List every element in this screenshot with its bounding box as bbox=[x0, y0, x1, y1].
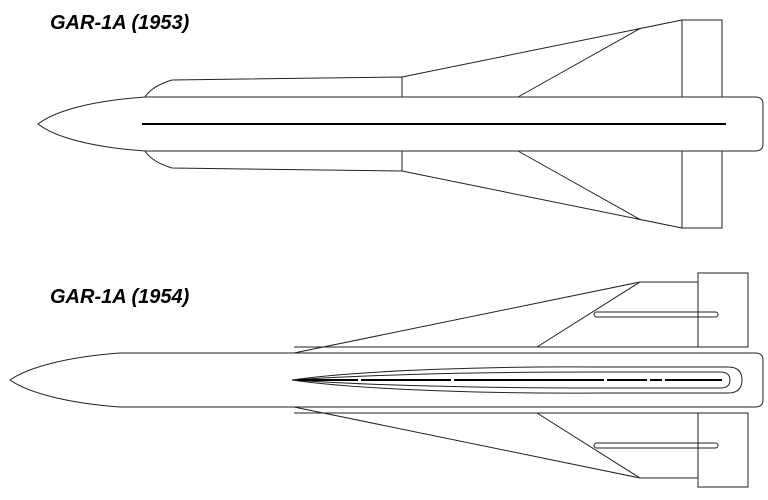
missile-1954-upper-control-rod bbox=[593, 311, 719, 318]
missile-1953-lower-wing bbox=[401, 151, 683, 229]
missile-1953-label: GAR-1A (1953) bbox=[50, 12, 190, 34]
missile-1954-upper-fin bbox=[697, 272, 749, 348]
missile-1954-lower-fin bbox=[697, 412, 749, 488]
missile-1953-upper-wing bbox=[401, 19, 683, 97]
missile-1954-inner-fairing bbox=[291, 366, 743, 394]
missile-1954-label: GAR-1A (1954) bbox=[50, 286, 190, 308]
missile-1954-upper-wing-line bbox=[536, 281, 641, 348]
missile-1954-inner-duct bbox=[291, 371, 731, 389]
missile-1953-upper-fin bbox=[681, 19, 723, 98]
missile-1954-drawing bbox=[9, 272, 764, 488]
missile-1954-lower-control-rod bbox=[593, 442, 719, 449]
missile-1954-lower-wing-line bbox=[536, 412, 641, 479]
missile-1953-upper-wing-line bbox=[517, 27, 642, 98]
missile-1953-drawing bbox=[37, 19, 764, 229]
missile-1953-forward-fairing-bottom bbox=[144, 150, 403, 172]
missile-1954-fuselage bbox=[9, 352, 764, 408]
missile-1953-fuselage bbox=[37, 96, 764, 152]
missile-1953-lower-fin bbox=[681, 150, 723, 229]
missile-1953-lower-wing-line bbox=[517, 150, 642, 221]
missile-1953-forward-fairing-top bbox=[144, 76, 403, 98]
